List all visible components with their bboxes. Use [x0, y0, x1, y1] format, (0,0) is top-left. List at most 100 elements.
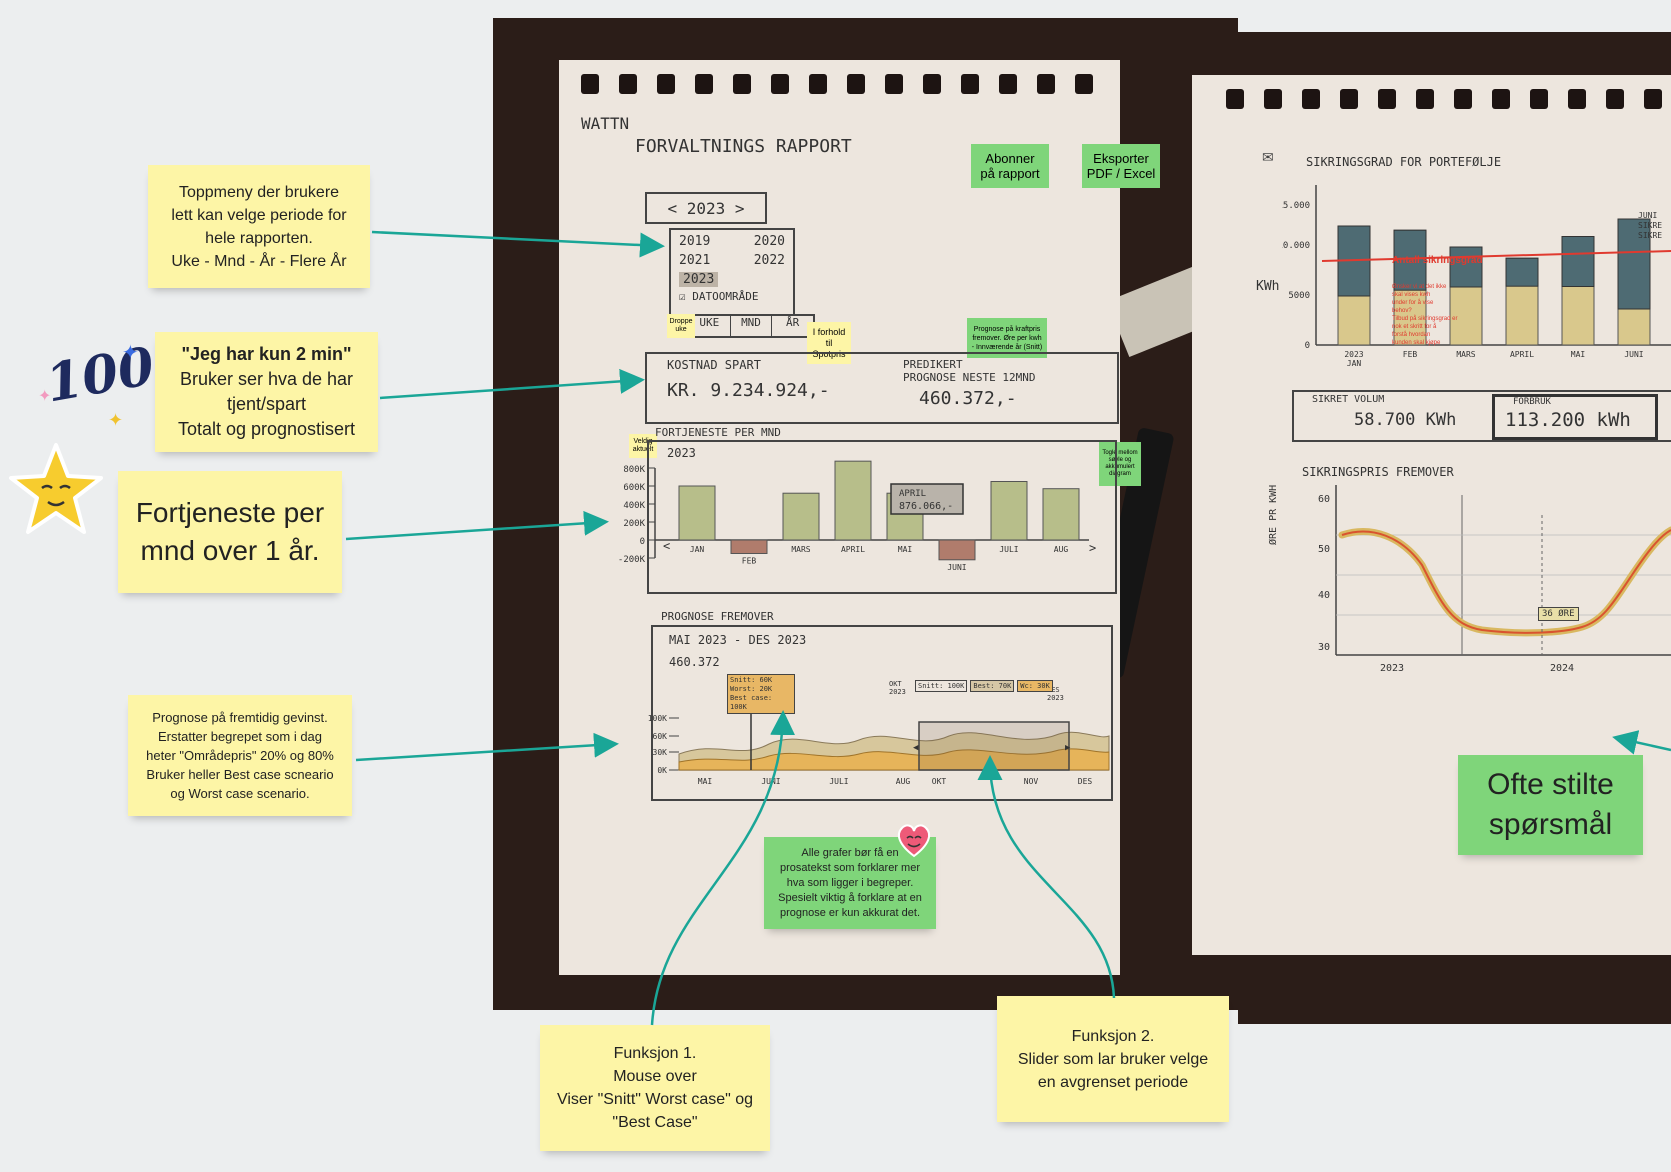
chip-row: Snitt: 100K Best: 70K Wc: 30K [915, 680, 1053, 692]
spiral-ring [1340, 89, 1358, 109]
bar [1042, 488, 1080, 541]
hedge-y-tick: 0 [1305, 341, 1310, 351]
predicted-value: 460.372,- [919, 388, 1017, 409]
tab-week[interactable]: UKE [689, 316, 731, 336]
spiral-ring [1075, 74, 1093, 94]
export-button[interactable]: Eksporter PDF / Excel [1082, 144, 1160, 188]
slider-right-handle: ▶ [1065, 743, 1071, 753]
spiral-ring [885, 74, 903, 94]
forecast-y-tick: 30K [653, 748, 668, 757]
forecast-y-tick: 60K [653, 732, 668, 741]
spiral-ring [1492, 89, 1510, 109]
price-y-tick: 50 [1318, 544, 1330, 555]
hedge-bar-secured [1449, 246, 1483, 288]
consumption-value: 113.200 kWh [1505, 409, 1631, 431]
forecast-value: 460.372 [669, 655, 720, 669]
bar-month-label: MAI [898, 545, 913, 554]
bar-y-tick: 200K [623, 519, 645, 529]
spiral-ring [847, 74, 865, 94]
spiral-ring [961, 74, 979, 94]
price-y-tick: 60 [1318, 494, 1330, 505]
hedge-y-unit: KWh [1256, 279, 1280, 294]
bar-month-label: MARS [791, 545, 810, 554]
bar-y-tick: 800K [623, 465, 645, 475]
forecast-month-label: JULI [829, 777, 848, 786]
mail-icon[interactable]: ✉ [1262, 149, 1274, 165]
bar-chart-box: 2023 [647, 440, 1117, 594]
forecast-y-tick: 100K [648, 714, 667, 723]
hedge-chart: 15.00010.000500002023JANFEBMARSAPRILMAIJ… [1282, 185, 1671, 368]
period-tabs: UKE MND ÅR [687, 314, 815, 338]
spiral-ring [809, 74, 827, 94]
year-picker[interactable]: < 2023 > [645, 192, 767, 224]
sparkle-icon: ✦ [38, 388, 52, 405]
spiral-ring [581, 74, 599, 94]
spiral-ring [999, 74, 1017, 94]
year-option-selected[interactable]: 2023 [679, 272, 719, 287]
spiral-ring [1302, 89, 1320, 109]
tab-year[interactable]: ÅR [786, 316, 800, 329]
price-x-label: 2024 [1550, 663, 1574, 674]
spiral-ring [1530, 89, 1548, 109]
consumption-label: FORBRUK [1513, 397, 1551, 407]
hedge-bar-secured [1505, 257, 1539, 287]
date-range-checkbox[interactable]: ☑ DATOOMRÅDE [679, 290, 759, 303]
bar-next-arrow: > [1089, 541, 1096, 555]
cost-saved-value: KR. 9.234.924,- [667, 380, 830, 401]
year-option[interactable]: 2021 [679, 253, 711, 268]
hedge-x-label: APRIL [1510, 350, 1534, 359]
chip-worst: Wc: 30K [1017, 680, 1053, 692]
year-option[interactable]: 2022 [753, 253, 785, 268]
report-title: FORVALTNINGS RAPPORT [635, 136, 852, 157]
forecast-month-label: MAI [698, 777, 713, 786]
tab-month[interactable]: MND [731, 316, 773, 336]
bar-y-tick: 400K [623, 501, 645, 511]
star-sticker [6, 440, 106, 540]
spiral-ring [1606, 89, 1624, 109]
spiral-ring [1416, 89, 1434, 109]
spiral-ring [923, 74, 941, 94]
price-y-tick: 30 [1318, 642, 1330, 653]
forecast-note: Prognose på fremtidig gevinst. Erstatter… [128, 695, 352, 816]
forecast-month-label: JUNI [761, 777, 780, 786]
spiral-ring [695, 74, 713, 94]
drop-week-note: Droppe uke [667, 314, 695, 338]
forecast-box: MAI 2023 - DES 2023 460.372 [651, 625, 1113, 801]
hedge-bar-secured [1393, 229, 1427, 291]
oct-label: OKT 2023 [889, 680, 906, 696]
spiral-ring [1454, 89, 1472, 109]
year-option[interactable]: 2019 [679, 234, 711, 249]
hedge-title: SIKRINGSGRAD FOR PORTEFØLJE [1306, 155, 1502, 169]
subscribe-button[interactable]: Abonner på rapport [971, 144, 1049, 188]
consumption-box: FORBRUK 113.200 kWh [1492, 394, 1658, 440]
bar-tooltip-month: APRIL [899, 489, 926, 499]
hedge-red-notes: Ønsker vi at det ikke skal vises kwh und… [1392, 284, 1458, 346]
spiral-ring [1226, 89, 1244, 109]
hedge-red-label: Antall sikringsgrad [1392, 255, 1483, 266]
heart-note: Alle grafer bør få en prosatekst som for… [764, 837, 936, 929]
toggle-note: Togle mellom søyle og akkumulert diagram [1099, 442, 1141, 486]
price-y-label: ØRE PR KWH [1268, 484, 1279, 545]
kpi-box: KOSTNAD SPART KR. 9.234.924,- PREDIKERT … [645, 352, 1119, 424]
forecast-month-label: AUG [896, 777, 911, 786]
bar-month-label: APRIL [841, 545, 865, 554]
predicted-label: PREDIKERT PROGNOSE NESTE 12MND [903, 358, 1036, 384]
hedge-x-label: JUNI [1624, 350, 1643, 359]
kraftpris-note: Prognose på kraftpris fremover. Øre per … [967, 318, 1047, 358]
function-2-note: Funksjon 2. Slider som lar bruker velge … [997, 996, 1229, 1122]
hedge-x-label: JAN [1347, 359, 1362, 368]
price-x-label: 2023 [1380, 663, 1404, 674]
price-tooltip: 36 ØRE [1538, 607, 1579, 621]
bar [938, 539, 976, 561]
hedge-bar-secured [1617, 218, 1651, 310]
spiral-ring [1378, 89, 1396, 109]
price-line [1341, 529, 1671, 634]
forecast-range-slider [918, 721, 1070, 771]
hedge-bar-secured [1561, 236, 1595, 287]
forecast-y-tick: 0K [657, 766, 667, 775]
year-option[interactable]: 2020 [753, 234, 785, 249]
forecast-month-label: DES [1078, 777, 1093, 786]
bar [990, 481, 1028, 541]
